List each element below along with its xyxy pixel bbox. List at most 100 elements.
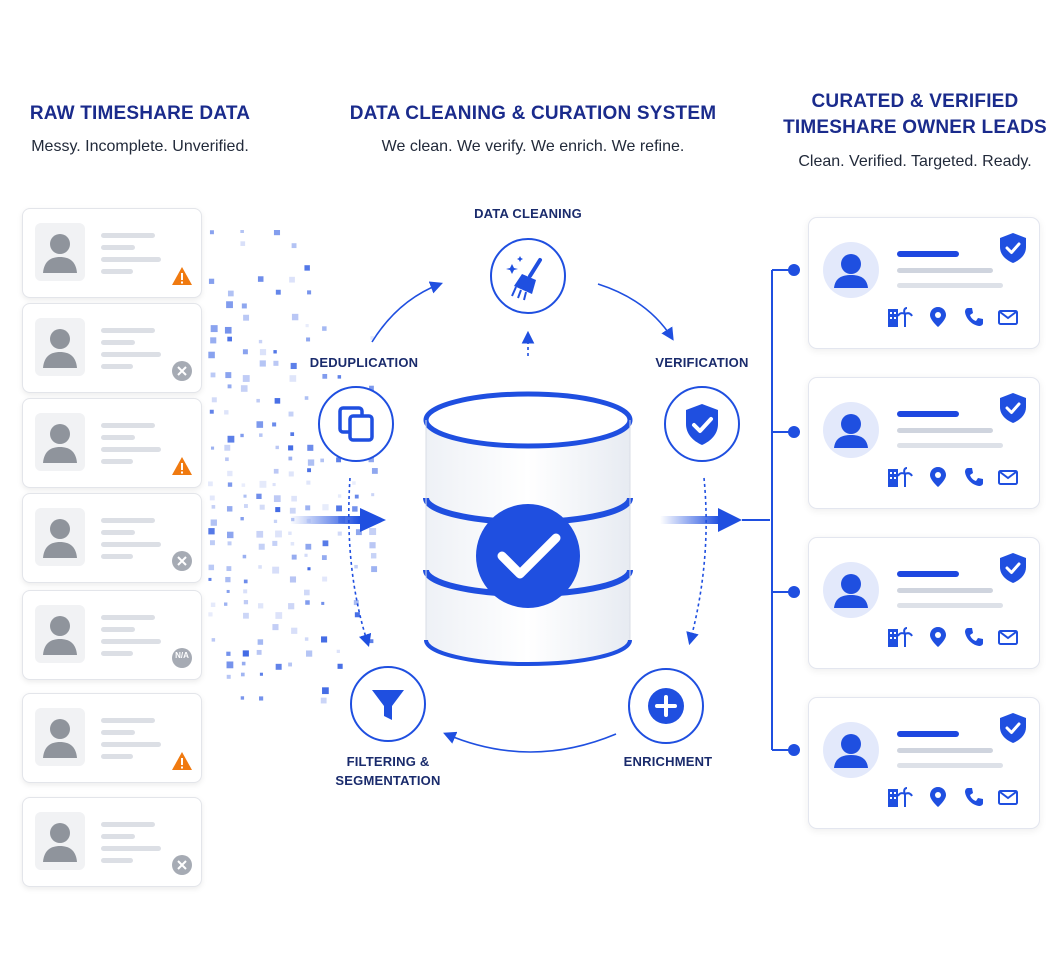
data-particle [307, 444, 314, 451]
mail-icon [997, 786, 1019, 813]
step-label-enrichment: ENRICHMENT [623, 754, 713, 769]
raw-data-subtitle: Messy. Incomplete. Unverified. [31, 138, 249, 155]
contact-icons [887, 306, 1027, 328]
data-particle [226, 674, 231, 679]
placeholder-line [101, 742, 161, 747]
data-particle [242, 375, 250, 382]
data-particle [274, 398, 281, 404]
data-particle [273, 360, 279, 366]
cycle-arrows [348, 281, 707, 753]
data-particle [272, 566, 280, 574]
na-badge-text: N/A [175, 651, 189, 660]
data-particle [322, 687, 329, 695]
plus-circle-icon [648, 688, 684, 724]
data-particle [259, 349, 267, 356]
raw-record-card [22, 303, 202, 393]
data-particle [273, 495, 281, 503]
placeholder-line [101, 269, 133, 274]
contact-icons [887, 786, 1027, 808]
input-arrow [290, 508, 386, 532]
verified-shield-icon [999, 552, 1027, 584]
placeholder-line [897, 731, 959, 737]
placeholder-line [897, 268, 993, 273]
data-particle [243, 600, 249, 605]
data-particle [225, 372, 232, 379]
data-particle [209, 409, 214, 414]
data-particle [241, 483, 246, 487]
data-particle [273, 350, 277, 354]
person-icon [35, 708, 85, 766]
placeholder-line [897, 571, 959, 577]
data-particle [306, 337, 311, 342]
data-particle [226, 506, 233, 512]
data-particle [208, 564, 215, 571]
data-particle [353, 600, 359, 606]
data-particle [256, 530, 264, 538]
person-icon [823, 562, 879, 618]
data-particle [259, 433, 263, 437]
raw-data-title: RAW TIMESHARE DATA [29, 103, 251, 124]
data-particle [243, 314, 250, 321]
data-particle [240, 230, 244, 233]
warning-icon [171, 455, 193, 477]
data-particle [224, 602, 228, 606]
placeholder-line [897, 763, 1003, 768]
placeholder-line [101, 754, 133, 759]
location-icon [927, 306, 949, 333]
system-title: DATA CLEANING & CURATION SYSTEM [349, 103, 717, 124]
data-particle [371, 566, 378, 573]
data-particle [289, 507, 296, 514]
data-particle [209, 540, 215, 546]
data-particle [273, 468, 279, 474]
data-particle [275, 289, 281, 295]
data-particle [210, 519, 217, 526]
data-particle [288, 471, 294, 477]
data-particle [243, 579, 248, 584]
person-icon [823, 402, 879, 458]
data-particle [307, 290, 312, 295]
data-particle [242, 554, 247, 559]
person-icon [35, 223, 85, 281]
data-particle [289, 276, 295, 283]
data-particle [258, 339, 263, 344]
step-cleaning [490, 238, 566, 314]
data-particle [290, 432, 295, 436]
data-particle [322, 540, 329, 547]
data-particle [288, 456, 293, 461]
placeholder-line [101, 364, 133, 369]
data-particle [243, 612, 249, 619]
data-particle [227, 384, 232, 389]
step-label-filtering: FILTERING & SEGMENTATION [318, 752, 458, 790]
data-particle [227, 482, 233, 487]
placeholder-line [101, 518, 155, 523]
warning-icon [171, 265, 193, 287]
data-particle [336, 649, 340, 654]
data-particle [288, 603, 295, 610]
data-particle [321, 636, 328, 643]
verified-shield-icon [999, 712, 1027, 744]
placeholder-line [101, 730, 135, 735]
data-particle [257, 639, 264, 645]
placeholder-line [101, 459, 133, 464]
data-particle [320, 697, 327, 704]
verified-lead-card [808, 697, 1040, 829]
step-label-filtering-line1: FILTERING & [346, 754, 430, 769]
data-particle [273, 519, 278, 524]
output-connectors [742, 264, 800, 756]
data-particle [241, 661, 246, 666]
mail-icon [997, 306, 1019, 333]
data-particle [259, 480, 267, 488]
verified-lead-card [808, 537, 1040, 669]
curated-subtitle: Clean. Verified. Targeted. Ready. [798, 153, 1032, 170]
placeholder-line [101, 615, 155, 620]
resort-icon [887, 466, 913, 493]
data-particle [259, 696, 264, 701]
data-particle [256, 398, 260, 403]
data-particle [208, 278, 215, 284]
data-particle [288, 411, 294, 417]
placeholder-line [101, 651, 133, 656]
data-particle [322, 576, 328, 582]
data-particle [208, 612, 213, 617]
data-particle [306, 480, 311, 485]
data-particle [369, 528, 377, 536]
